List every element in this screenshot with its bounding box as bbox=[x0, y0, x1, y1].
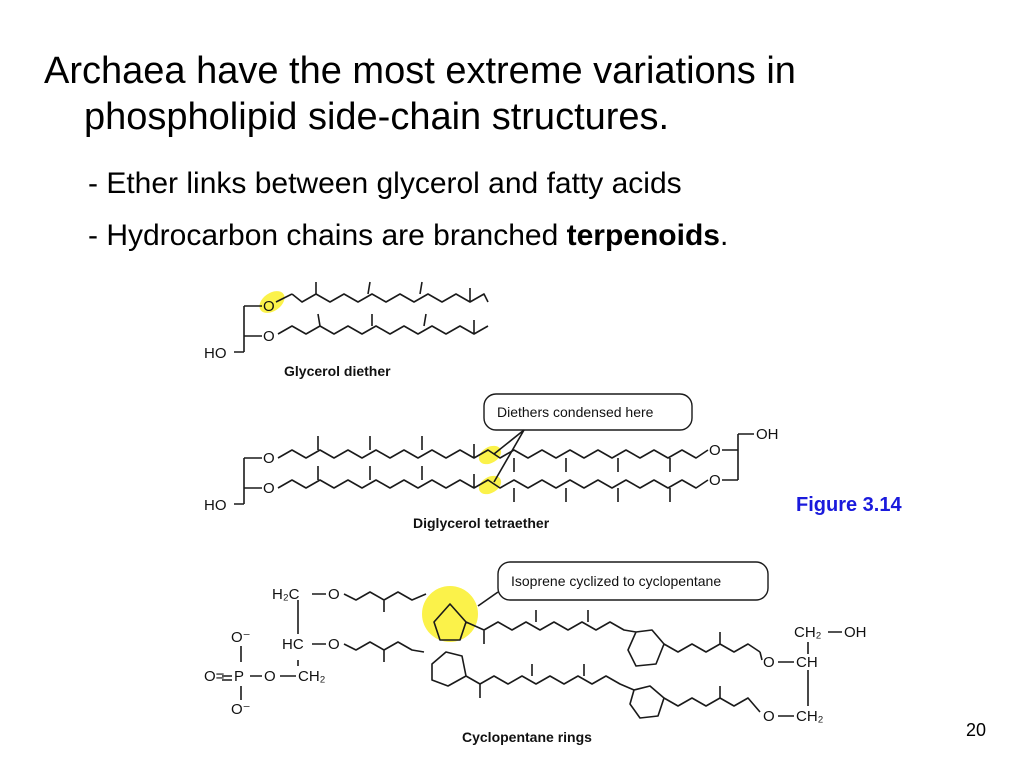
atom-ho: HO bbox=[204, 345, 227, 362]
ring-chain-lower bbox=[343, 641, 761, 719]
callout-pointer bbox=[477, 591, 499, 607]
bullet-2-bold-term: terpenoids bbox=[566, 219, 720, 252]
heading-line-2: phospholipid side-chain structures. bbox=[84, 96, 670, 138]
atom-o: O bbox=[263, 450, 275, 467]
atom-o-minus: O⁻ bbox=[231, 629, 251, 646]
figure-label: Figure 3.14 bbox=[796, 494, 902, 516]
ether-bond bbox=[275, 293, 293, 303]
atom-ch2: CH₂ bbox=[796, 708, 824, 725]
atom-o: O bbox=[709, 472, 721, 489]
callout-cyclized-text: Isoprene cyclized to cyclopentane bbox=[511, 573, 721, 589]
ring-chain-upper bbox=[343, 591, 761, 667]
atom-o: O bbox=[328, 636, 340, 653]
bullet-2-text: - Hydrocarbon chains are branched bbox=[88, 219, 567, 252]
atom-o: O bbox=[763, 708, 775, 725]
caption-diglycerol-tetraether: Diglycerol tetraether bbox=[413, 515, 550, 531]
cyclization-highlight bbox=[422, 586, 478, 642]
ether-highlight bbox=[259, 291, 285, 313]
cyclopentane-lipid-structure: Isoprene cyclized to cyclopentane H₂C O … bbox=[204, 561, 867, 745]
bullet-2-period: . bbox=[719, 219, 729, 252]
right-glycerol-backbone bbox=[759, 631, 842, 717]
bullet-hydrocarbon-chains: - Hydrocarbon chains are branched terpen… bbox=[88, 218, 728, 254]
page-number: 20 bbox=[966, 720, 987, 740]
tetraether-chain-bottom bbox=[277, 466, 709, 502]
phosphate-head-group bbox=[222, 593, 326, 700]
atom-o-minus: O⁻ bbox=[231, 701, 251, 718]
callout-box-cyclized bbox=[497, 561, 769, 601]
atom-hc: HC bbox=[282, 636, 304, 653]
isoprenoid-chain bbox=[291, 281, 489, 303]
atom-o: O bbox=[328, 586, 340, 603]
callout-condensed-text: Diethers condensed here bbox=[497, 404, 654, 420]
atom-o: O bbox=[709, 442, 721, 459]
atom-oh: OH bbox=[756, 426, 779, 443]
caption-cyclopentane-rings: Cyclopentane rings bbox=[462, 729, 592, 745]
atom-o-double: O= bbox=[204, 668, 225, 685]
glycerol-backbone bbox=[234, 305, 262, 353]
right-glycerol-backbone bbox=[722, 433, 754, 481]
atom-o: O bbox=[263, 480, 275, 497]
tetraether-chain-top bbox=[277, 436, 709, 472]
condensation-highlight bbox=[478, 445, 502, 465]
atom-h2c: H₂C bbox=[272, 586, 300, 603]
heading-line-1: Archaea have the most extreme variations… bbox=[44, 50, 796, 92]
glycerol-diether-structure: O O HO Glycerol diether bbox=[204, 281, 489, 379]
isoprenoid-chain-2 bbox=[277, 313, 489, 335]
callout-box-condensed bbox=[483, 393, 693, 431]
atom-p: P bbox=[234, 668, 244, 685]
diglycerol-tetraether-structure: Diethers condensed here O O HO O O OH Di… bbox=[204, 393, 779, 531]
atom-oh: OH bbox=[844, 624, 867, 641]
slide-heading: Archaea have the most extreme variations… bbox=[44, 48, 1004, 140]
atom-o: O bbox=[263, 328, 275, 345]
caption-glycerol-diether: Glycerol diether bbox=[284, 363, 391, 379]
atom-ch: CH bbox=[796, 654, 818, 671]
atom-ch2: CH₂ bbox=[794, 624, 822, 641]
callout-pointer bbox=[493, 429, 525, 483]
atom-o: O bbox=[264, 668, 276, 685]
atom-ho: HO bbox=[204, 497, 227, 514]
atom-o: O bbox=[763, 654, 775, 671]
atom-ch2: CH₂ bbox=[298, 668, 326, 685]
atom-o: O bbox=[263, 298, 275, 315]
bullet-ether-links: - Ether links between glycerol and fatty… bbox=[88, 167, 682, 200]
left-glycerol-backbone bbox=[234, 457, 262, 505]
